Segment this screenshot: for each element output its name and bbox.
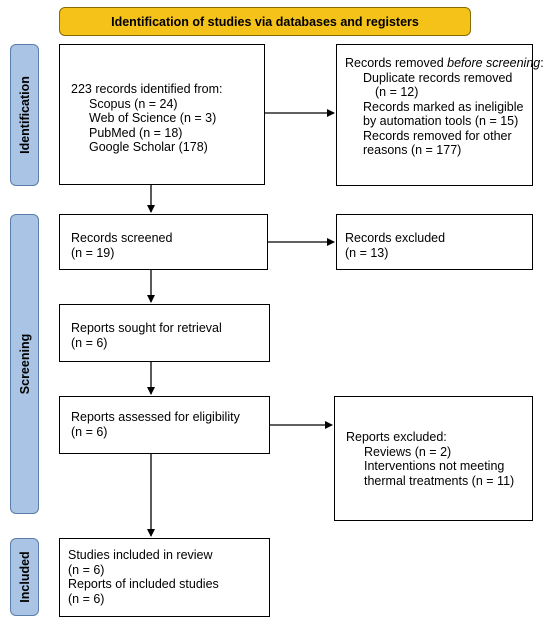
reports-excluded-title: Reports excluded: — [346, 430, 447, 444]
records-excluded-count: (n = 13) — [345, 245, 389, 260]
reports-assessed-box: Reports assessed for eligibility (n = 6) — [59, 396, 270, 454]
reports-sought-count: (n = 6) — [71, 335, 108, 350]
automation-label: Records marked as ineligible — [363, 99, 524, 114]
reports-sought-box: Reports sought for retrieval (n = 6) — [59, 304, 270, 362]
reports-included-count: (n = 6) — [68, 591, 105, 606]
phase-screening: Screening — [10, 214, 39, 514]
source-google-scholar: Google Scholar (178) — [89, 140, 208, 154]
other-reasons-label: Records removed for other — [363, 128, 512, 143]
interventions-label: Interventions not meeting — [364, 459, 505, 473]
phase-identification: Identification — [10, 44, 39, 186]
records-screened-box: Records screened (n = 19) — [59, 214, 268, 270]
source-web-of-science: Web of Science (n = 3) — [89, 111, 217, 125]
records-removed-title: Records removed before screening: — [345, 56, 544, 70]
records-removed-box: Records removed before screening: Duplic… — [336, 44, 544, 186]
header-title: Identification of studies via databases … — [111, 14, 419, 29]
reports-assessed-count: (n = 6) — [71, 424, 108, 439]
records-identified-box: 223 records identified from: Scopus (n =… — [59, 44, 265, 185]
reports-included-label: Reports of included studies — [68, 577, 219, 591]
records-excluded-box: Records excluded (n = 13) — [336, 214, 533, 270]
reviews-excluded: Reviews (n = 2) — [364, 444, 452, 459]
reports-excluded-box: Reports excluded: Reviews (n = 2) Interv… — [334, 396, 533, 521]
interventions-count: thermal treatments (n = 11) — [364, 473, 515, 488]
reports-assessed-label: Reports assessed for eligibility — [71, 410, 240, 424]
studies-included-label: Studies included in review — [68, 548, 213, 562]
duplicates-label: Duplicate records removed — [363, 70, 513, 85]
records-identified-title: 223 records identified from: — [71, 82, 223, 96]
phase-included: Included — [10, 538, 39, 616]
source-pubmed: PubMed (n = 18) — [89, 125, 183, 140]
studies-included-count: (n = 6) — [68, 562, 105, 577]
records-screened-label: Records screened — [71, 231, 173, 245]
duplicates-count: (n = 12) — [375, 85, 419, 99]
header-banner: Identification of studies via databases … — [59, 7, 471, 36]
records-excluded-label: Records excluded — [345, 231, 446, 245]
studies-included-box: Studies included in review (n = 6) Repor… — [59, 538, 270, 617]
reports-sought-label: Reports sought for retrieval — [71, 321, 222, 335]
automation-count: by automation tools (n = 15) — [363, 114, 519, 128]
other-reasons-count: reasons (n = 177) — [363, 143, 462, 157]
source-scopus: Scopus (n = 24) — [89, 96, 178, 111]
records-screened-count: (n = 19) — [71, 245, 115, 260]
